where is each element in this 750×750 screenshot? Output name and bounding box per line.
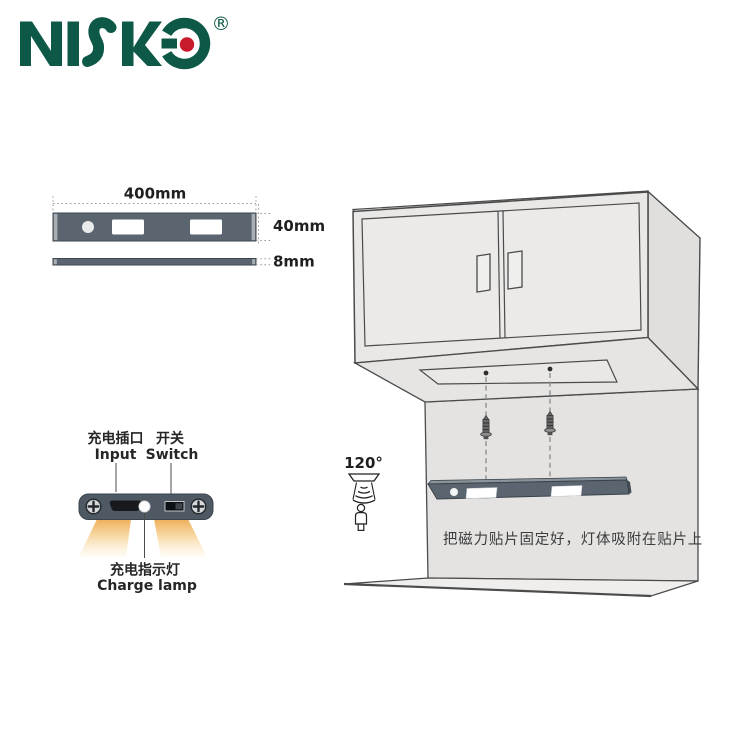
length-label: 400mm bbox=[124, 185, 187, 203]
light-bar-window-1 bbox=[465, 487, 498, 499]
sensor-angle-indicator: 120° bbox=[344, 454, 383, 532]
logo-letter-n bbox=[20, 21, 62, 66]
charge-lamp-label-cn: 充电指示灯 bbox=[110, 562, 180, 579]
mounted-light-bar bbox=[427, 476, 632, 500]
switch-icon bbox=[164, 501, 185, 512]
sensor-wave-arcs-icon bbox=[352, 482, 376, 504]
charge-lamp-icon bbox=[138, 500, 151, 513]
lightbar-side-view bbox=[52, 258, 257, 266]
led-window-1 bbox=[112, 219, 144, 235]
logo-letter-i bbox=[67, 21, 79, 66]
logo-letter-s bbox=[82, 17, 117, 67]
cabinet-doors bbox=[361, 202, 642, 347]
bar-endcap-right bbox=[251, 213, 256, 241]
logo-letter-o-ring bbox=[162, 17, 211, 70]
logo-letter-k-stem bbox=[122, 21, 134, 66]
mounting-screw-left bbox=[480, 414, 492, 440]
led-window-2 bbox=[190, 219, 222, 235]
switch-label-cn: 开关 bbox=[156, 430, 184, 447]
light-bar-window-2 bbox=[550, 485, 583, 497]
charge-lamp-label-en: Charge lamp bbox=[97, 578, 197, 594]
mounting-hole-left bbox=[483, 370, 489, 376]
input-label-cn: 充电插口 bbox=[88, 430, 144, 447]
light-beam-left bbox=[79, 519, 131, 557]
door-divider bbox=[497, 210, 506, 339]
switch-label-en: Switch bbox=[146, 447, 199, 463]
lightbar-front-view bbox=[52, 212, 257, 242]
mounting-screw-right bbox=[544, 410, 556, 436]
countertop-front-edge bbox=[343, 582, 652, 598]
sensor-angle-label: 120° bbox=[344, 454, 383, 472]
mounting-plate-outline bbox=[418, 359, 618, 385]
screw-icon-left bbox=[85, 498, 102, 515]
sensor-dot bbox=[82, 221, 94, 233]
person-icon bbox=[354, 503, 368, 532]
door-handle-left bbox=[476, 253, 491, 293]
cabinet-illustration: 120° 把磁力贴片固定好，灯体吸附在贴片上 bbox=[343, 189, 703, 598]
height-label: 40mm bbox=[273, 217, 325, 235]
usb-port-icon bbox=[109, 500, 142, 511]
thickness-label: 8mm bbox=[273, 253, 315, 271]
logo-letter-o-bar bbox=[161, 38, 177, 49]
logo-letter-k-arms bbox=[133, 21, 162, 66]
light-bar-end-cap bbox=[627, 480, 632, 494]
mounting-hole-right bbox=[547, 366, 553, 372]
device-edge-diagram: 充电插口 Input 开关 Switch 充电 bbox=[78, 430, 214, 594]
dimension-diagram: 400mm 40mm 8mm bbox=[52, 185, 325, 271]
installation-instruction: 把磁力贴片固定好，灯体吸附在贴片上 bbox=[443, 531, 703, 548]
bar-endcap-left bbox=[53, 213, 58, 241]
registered-mark: ® bbox=[212, 13, 231, 35]
screw-icon-right bbox=[190, 498, 207, 515]
sensor-emitter-icon bbox=[347, 473, 381, 482]
light-beam-right bbox=[154, 519, 207, 557]
light-bar-sensor-dot bbox=[450, 488, 458, 496]
brand-logo: ® bbox=[20, 13, 231, 70]
input-label-en: Input bbox=[95, 447, 137, 463]
logo-red-dot bbox=[179, 37, 195, 52]
door-handle-right bbox=[507, 250, 523, 290]
